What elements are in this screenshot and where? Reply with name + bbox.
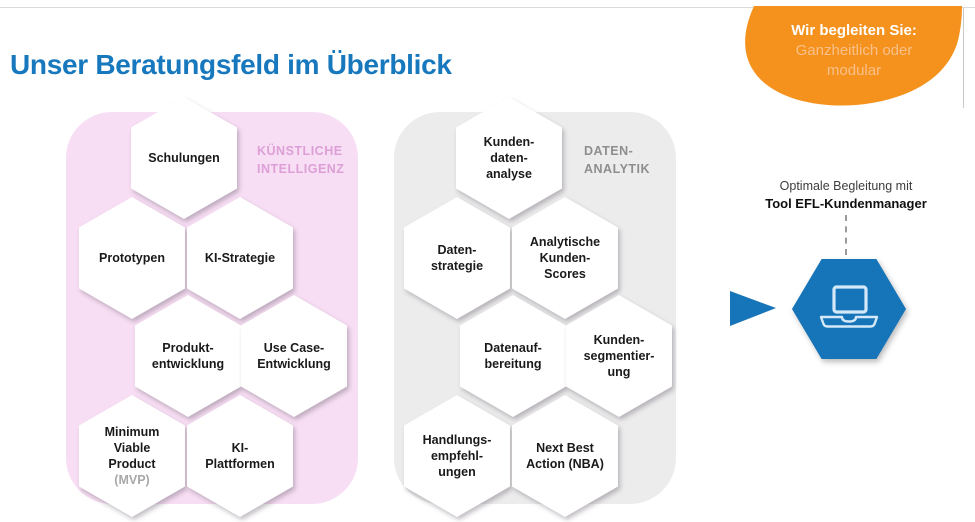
page-title: Unser Beratungsfeld im Überblick [10, 48, 452, 80]
hex-label: Analytische Kunden- Scores [529, 234, 601, 282]
hex-use-case-entwicklung: Use Case- Entwicklung [241, 295, 347, 417]
hex-label: Kunden- daten- analyse [483, 134, 535, 182]
hex-minimum-viable-product: Minimum Viable Product (MVP) [79, 395, 185, 517]
hex-sublabel: (MVP) [114, 473, 150, 488]
hex-label: Kunden- segmentier- ung [583, 332, 655, 380]
hex-label: Next Best Action (NBA) [526, 440, 604, 471]
dashed-connector-line [845, 215, 847, 255]
hex-prototypen: Prototypen [79, 197, 185, 319]
hex-label: KI- Plattformen [205, 440, 275, 471]
badge-title: Wir begleiten Sie: [791, 22, 917, 39]
tool-hexagon [792, 259, 906, 359]
hex-label: KI-Strategie [204, 250, 276, 265]
badge-subtitle: Ganzheitlich oder modular [795, 42, 913, 79]
group-ki-label: KÜNSTLICHE INTELLIGENZ [257, 144, 345, 176]
hex-kundendatenanalyse: Kunden- daten- analyse [456, 97, 562, 219]
hex-kundensegmentierung: Kunden- segmentier- ung [566, 295, 672, 417]
hex-label: Prototypen [99, 250, 165, 265]
hex-label: Datenauf- bereitung [484, 340, 542, 371]
hex-label: Minimum Viable Product [104, 424, 160, 472]
group-data-label: DATEN- ANALYTIK [584, 144, 651, 176]
tool-caption: Optimale Begleitung mit Tool EFL-Kundenm… [740, 178, 952, 212]
hex-datenaufbereitung: Datenauf- bereitung [460, 295, 566, 417]
hex-label: Schulungen [148, 150, 220, 165]
badge-text: Wir begleiten Sie: Ganzheitlich oder mod… [752, 21, 956, 81]
hex-analytische-kunden-scores: Analytische Kunden- Scores [512, 197, 618, 319]
badge-blob-shape [745, 6, 962, 106]
hex-label: Daten- strategie [430, 242, 484, 273]
hex-ki-strategie: KI-Strategie [187, 197, 293, 319]
hex-handlungsempfehlungen: Handlungs- empfehl- ungen [404, 395, 510, 517]
tool-caption-line2: Tool EFL-Kundenmanager [765, 196, 927, 211]
arrow-right-icon [730, 291, 776, 326]
hex-label: Produkt- entwicklung [151, 340, 225, 371]
hex-schulungen: Schulungen [131, 97, 237, 219]
laptop-icon [819, 285, 879, 328]
hex-label: Handlungs- empfehl- ungen [422, 432, 492, 480]
hex-datenstrategie: Daten- strategie [404, 197, 510, 319]
badge-blob [745, 6, 962, 106]
hex-label: Use Case- Entwicklung [257, 340, 331, 371]
hex-produktentwicklung: Produkt- entwicklung [135, 295, 241, 417]
tool-caption-line1: Optimale Begleitung mit [779, 179, 913, 193]
top-divider [0, 7, 975, 8]
hex-ki-plattformen: KI- Plattformen [187, 395, 293, 517]
hex-next-best-action: Next Best Action (NBA) [512, 395, 618, 517]
right-divider [963, 8, 964, 108]
